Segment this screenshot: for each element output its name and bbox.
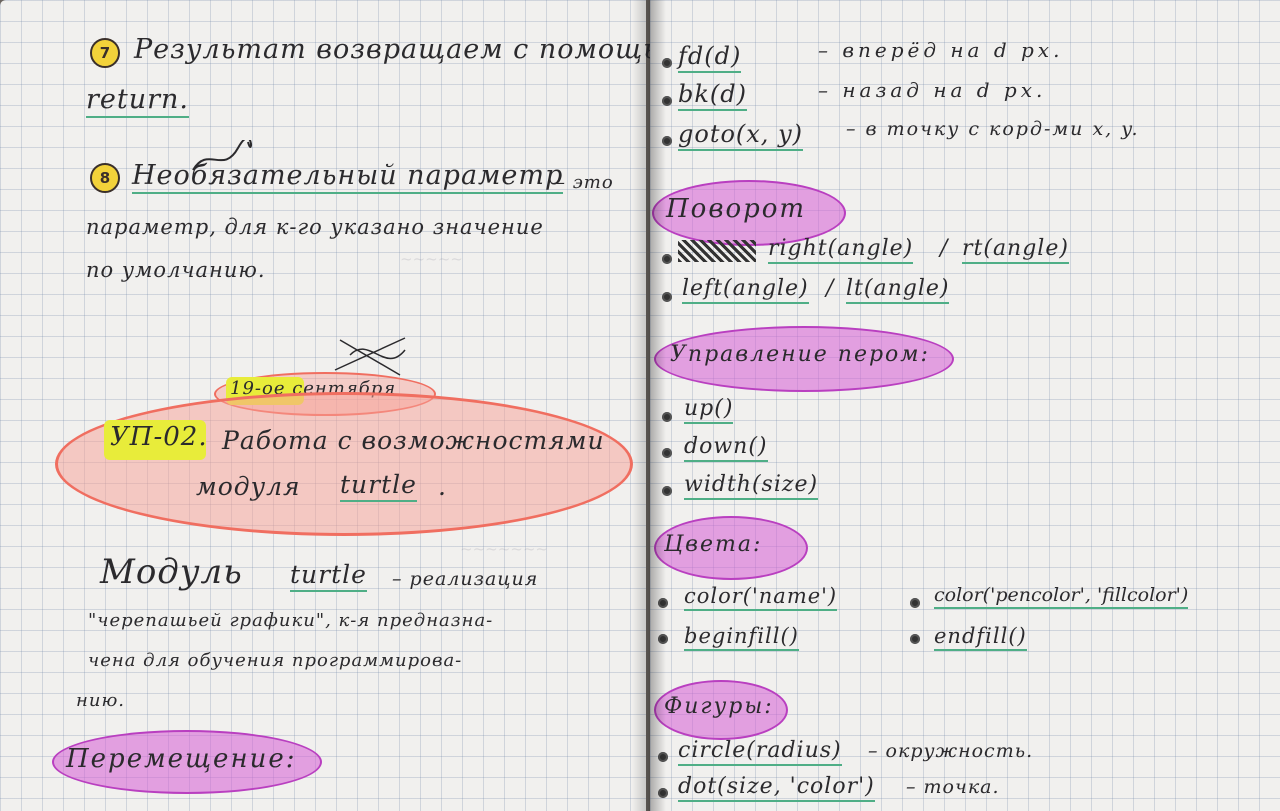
turn-item-left: left(angle) (682, 276, 809, 304)
bullet-icon (662, 486, 672, 496)
move-item-code: bk(d) (678, 80, 747, 111)
pen-item: up() (684, 396, 734, 424)
section-color-highlight (654, 516, 808, 580)
section-move-title: Перемещение: (66, 744, 297, 774)
lesson-title-line1: Работа с возможностями (222, 426, 605, 455)
bullet-icon (910, 598, 920, 608)
shape-item-code: dot(size, 'color') (678, 774, 875, 802)
color-item: color('name') (684, 584, 838, 611)
shape-item-desc: – окружность. (868, 740, 1034, 762)
paragraph-word-module: Модуль (100, 552, 243, 592)
item-7-return-keyword: return. (86, 84, 190, 118)
paragraph-turtle-term: turtle (290, 560, 367, 592)
turn-item-lt: lt(angle) (846, 276, 950, 304)
lesson-code: УП-02. (110, 422, 208, 452)
paragraph-line4: нию. (76, 690, 126, 711)
correction-scribble (192, 140, 252, 171)
bullet-icon (662, 448, 672, 458)
bullet-icon (662, 412, 672, 422)
item-8-dash-text: – это (556, 172, 614, 193)
bullet-icon (658, 634, 668, 644)
paragraph-line3: чена для обучения программирова- (88, 650, 463, 671)
notebook-spine (632, 0, 666, 811)
notebook-left-page: ~~~~~ ~~~~~~~ 7 Результат возвращаем с п… (0, 0, 683, 811)
bullet-icon (662, 96, 672, 106)
notebook-right-page: fd(d) – вперёд на d px. bk(d) – назад на… (650, 0, 1280, 811)
lesson-title-highlight (55, 392, 633, 536)
section-color-title: Цвета: (664, 532, 763, 557)
paragraph-line2: "черепашьей графики", к-я предназна- (88, 610, 494, 631)
lesson-title-turtle: turtle (340, 470, 417, 502)
section-turn-title: Поворот (666, 194, 807, 224)
crossed-date-scribble (334, 337, 406, 376)
move-item-desc: – назад на d px. (818, 78, 1047, 102)
lesson-code-yellow-highlight (104, 420, 206, 460)
scribbled-out-text (678, 240, 756, 262)
bullet-icon (662, 292, 672, 302)
move-item-desc: – вперёд на d px. (818, 38, 1064, 62)
move-item-desc: – в точку с корд-ми x, y. (846, 118, 1140, 140)
item-number-7-badge: 7 (90, 38, 120, 68)
color-item-right: color('pencolor', 'fillcolor') (934, 584, 1189, 609)
bullet-icon (658, 598, 668, 608)
slash-separator: / (940, 236, 949, 261)
bullet-icon (658, 788, 668, 798)
section-shapes-title: Фигуры: (664, 694, 774, 719)
pen-item: down() (684, 434, 768, 462)
section-shapes-highlight (654, 680, 788, 740)
move-item-code: fd(d) (678, 42, 742, 73)
shape-item-code: circle(radius) (678, 738, 842, 766)
color-item-right: endfill() (934, 624, 1027, 651)
color-item: beginfill() (684, 624, 799, 651)
bleed-through: ~~~~~ (400, 250, 463, 268)
pen-item: width(size) (684, 472, 819, 500)
bullet-icon (662, 254, 672, 264)
item-number-8-badge: 8 (90, 163, 120, 193)
section-pen-title: Управление пером: (670, 342, 930, 367)
turn-item-right: right(angle) (768, 236, 914, 264)
bullet-icon (662, 58, 672, 68)
slash-separator: / (826, 276, 835, 301)
paragraph-line1-rest: – реализация (392, 568, 539, 590)
lesson-title-period: . (438, 472, 447, 501)
bullet-icon (662, 136, 672, 146)
bleed-through: ~~~~~~~ (460, 540, 548, 558)
move-item-code: goto(x, y) (678, 120, 803, 151)
shape-item-desc: – точка. (906, 776, 1000, 798)
bullet-icon (910, 634, 920, 644)
bullet-icon (658, 752, 668, 762)
item-7-line1: Результат возвращаем с помощью (134, 34, 684, 65)
item-8-term: Необязательный параметр (132, 160, 564, 194)
item-8-line2: параметр, для к-го указано значение (86, 215, 544, 239)
section-pen-highlight (654, 326, 954, 392)
section-move-highlight (52, 730, 322, 794)
lesson-title-word-module: модуля (196, 472, 301, 501)
item-8-line3: по умолчанию. (86, 258, 266, 282)
turn-item-rt: rt(angle) (962, 236, 1069, 264)
